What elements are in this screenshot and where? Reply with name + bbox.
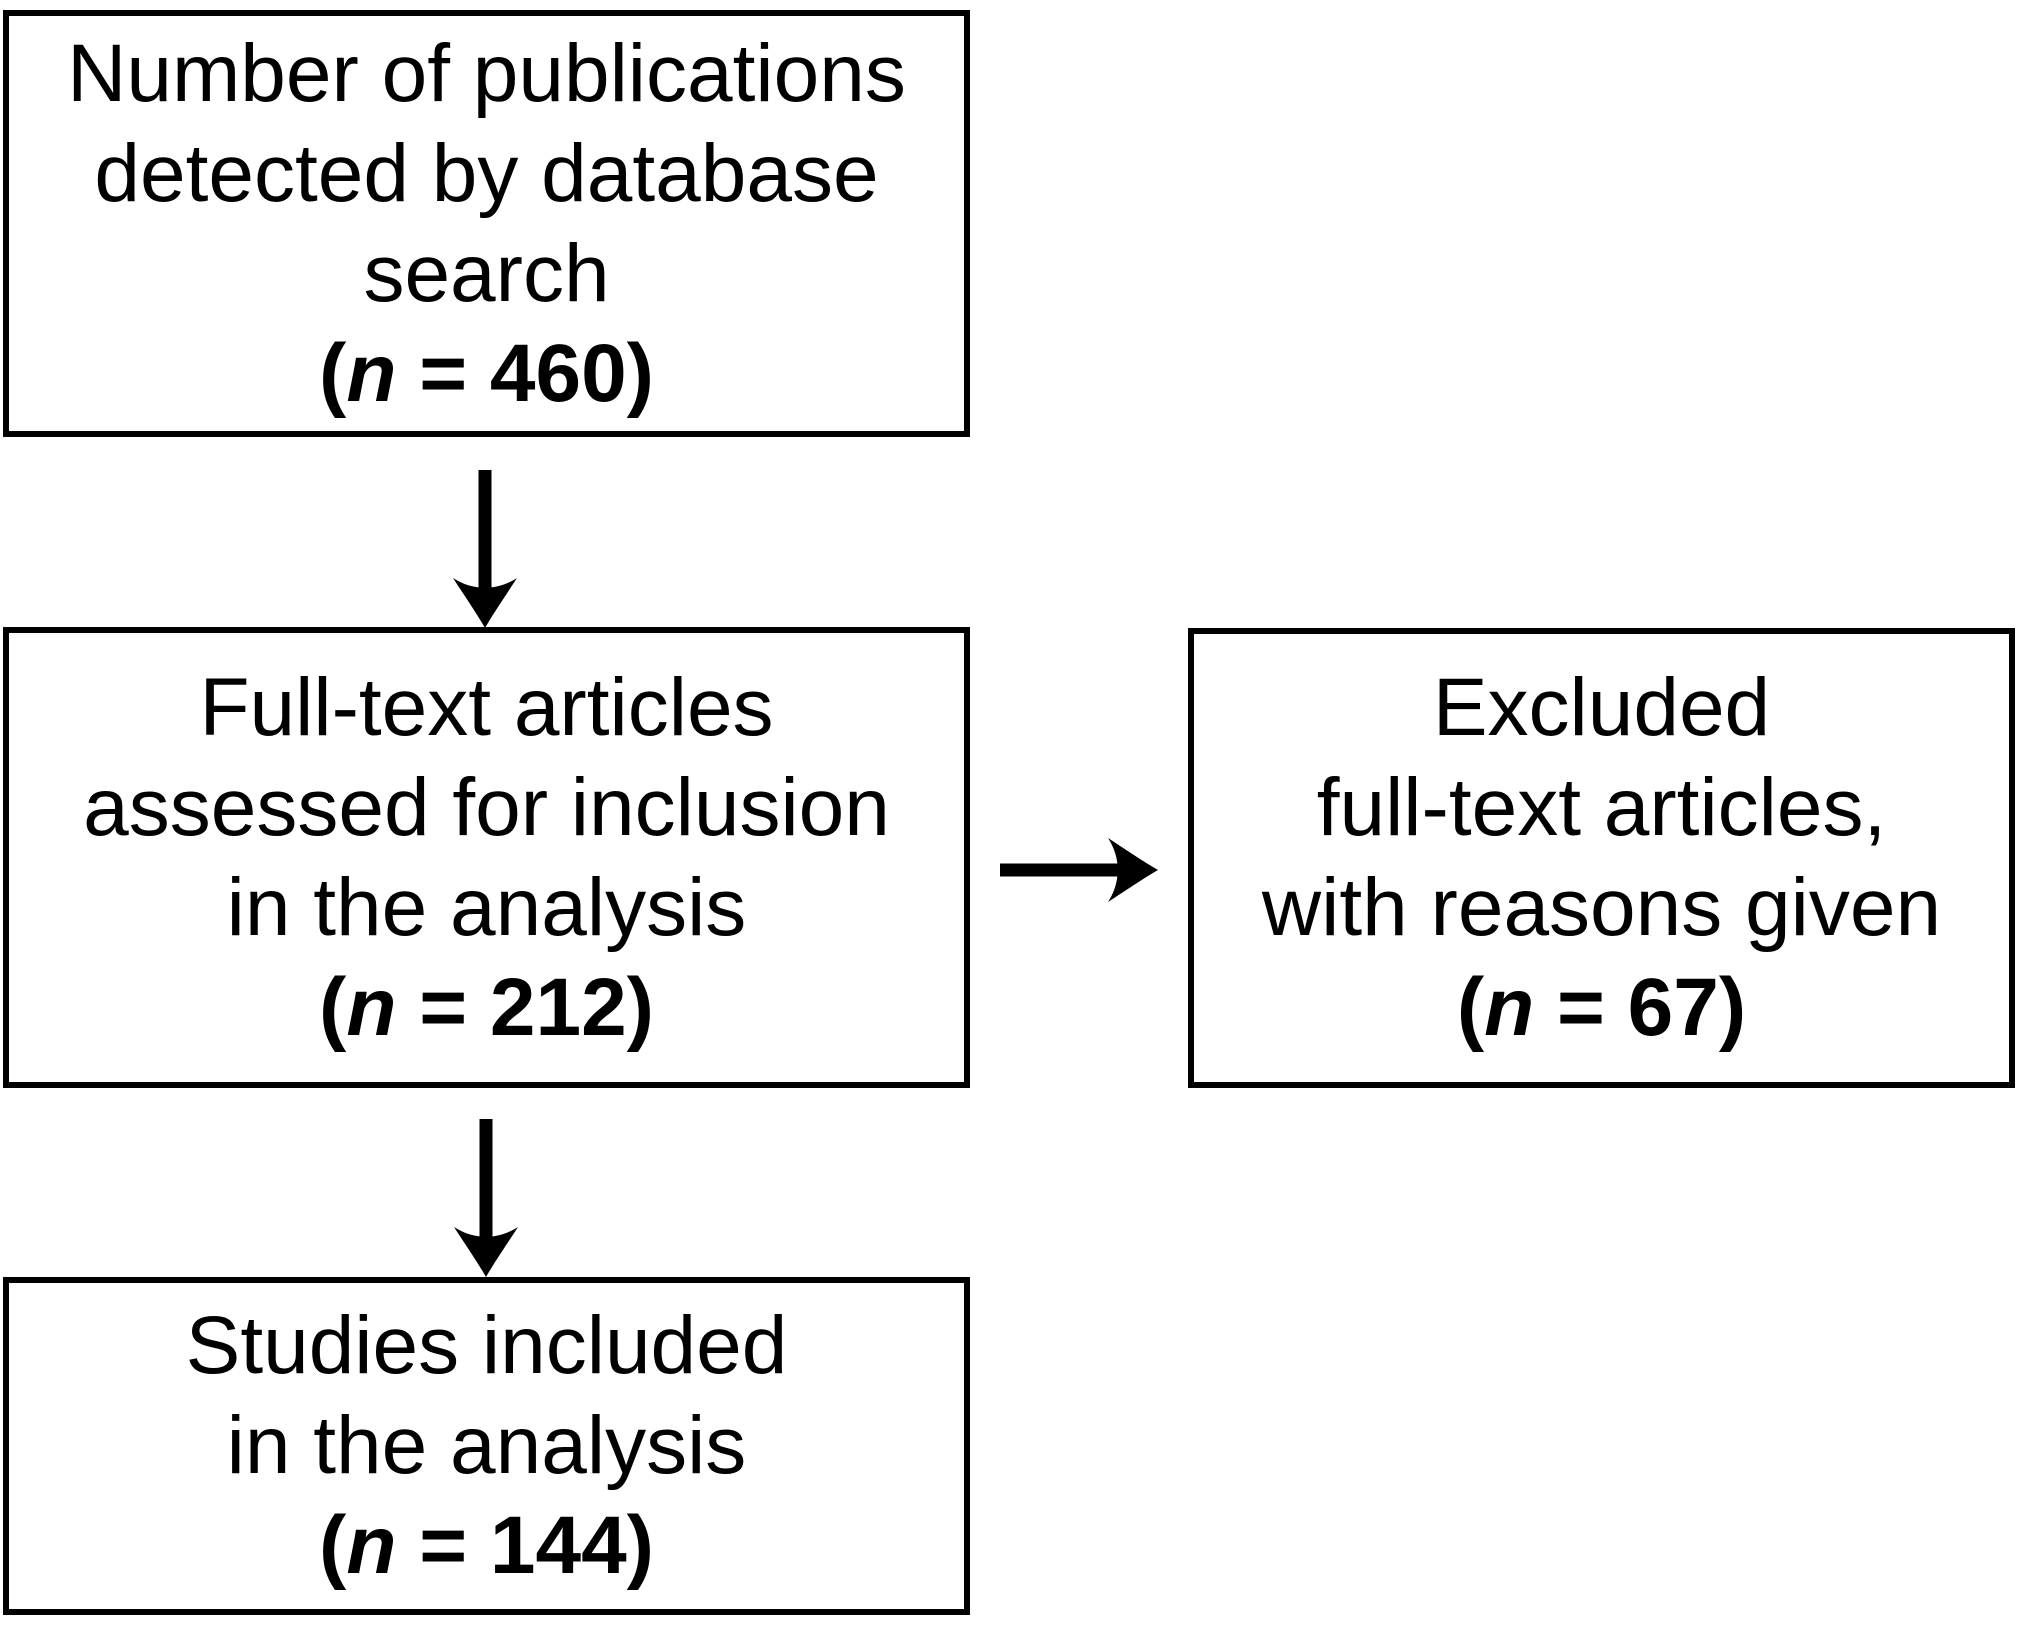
count-line: (n = 144): [319, 1496, 654, 1596]
box-records-identified: Number of publications detected by datab…: [3, 10, 970, 437]
arrow-head: [453, 578, 517, 628]
n-symbol: n: [346, 1500, 397, 1591]
count-line: (n = 212): [319, 958, 654, 1058]
arrow-head: [1108, 838, 1158, 902]
arrow-shaft: [1000, 863, 1118, 877]
count-prefix: (: [319, 1500, 347, 1591]
box-studies-included: Studies included in the analysis (n = 14…: [3, 1277, 970, 1615]
count-prefix: (: [319, 327, 347, 419]
count-suffix: = 460): [396, 327, 654, 419]
arrow-assessed-to-excluded: [1000, 838, 1158, 902]
count-line: (n = 67): [1457, 958, 1746, 1058]
text-line: Studies included: [185, 1300, 788, 1391]
count-suffix: = 144): [396, 1500, 654, 1591]
count-prefix: (: [1456, 962, 1485, 1053]
n-symbol: n: [346, 961, 397, 1053]
text-line: full-text articles,: [1316, 762, 1887, 853]
text-line: assessed for inclusion: [83, 761, 890, 853]
arrow-shaft: [478, 470, 492, 588]
arrow-assessed-to-included: [454, 1119, 518, 1277]
text-line: in the analysis: [226, 861, 747, 953]
text-line: Excluded: [1432, 662, 1771, 753]
n-symbol: n: [1484, 962, 1535, 1053]
count-prefix: (: [319, 961, 347, 1053]
n-symbol: n: [346, 327, 397, 419]
box-fulltext-excluded: Excluded full-text articles, with reason…: [1188, 628, 2015, 1088]
text-line: with reasons given: [1261, 862, 1942, 953]
text-line: detected by database: [94, 127, 879, 219]
count-line: (n = 460): [319, 324, 654, 424]
arrow-shaft: [479, 1119, 493, 1237]
arrow-head: [454, 1227, 518, 1277]
text-line: search: [363, 227, 610, 319]
count-suffix: = 67): [1534, 962, 1747, 1053]
count-suffix: = 212): [396, 961, 654, 1053]
text-line: Full-text articles: [199, 661, 774, 753]
text-line: Number of publications: [67, 27, 906, 119]
box-fulltext-assessed: Full-text articles assessed for inclusio…: [3, 627, 970, 1088]
arrow-identified-to-assessed: [453, 470, 517, 628]
text-line: in the analysis: [226, 1400, 747, 1491]
